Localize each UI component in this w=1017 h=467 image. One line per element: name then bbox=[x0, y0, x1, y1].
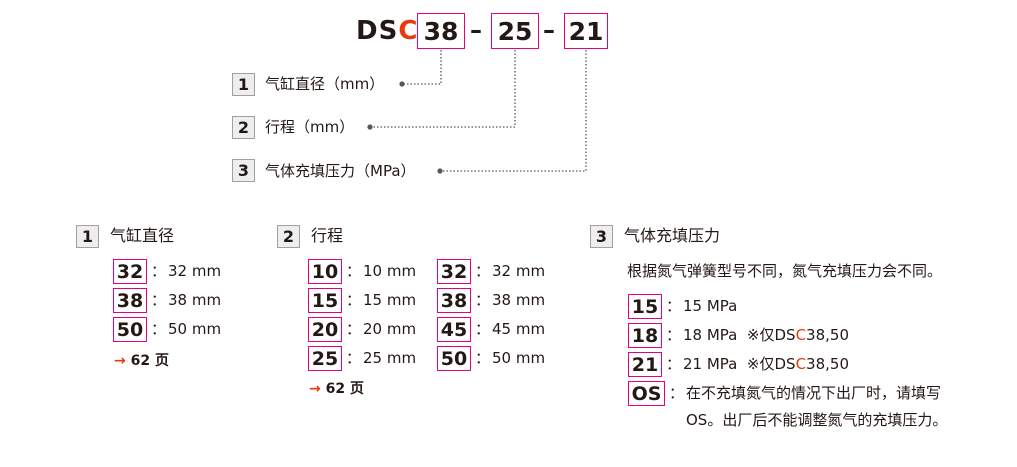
model-prefix-main: DS bbox=[356, 16, 399, 46]
connector-pressure bbox=[441, 50, 587, 172]
pressure-colon: ： bbox=[666, 355, 682, 373]
bore-value-50: 50 mm bbox=[168, 320, 222, 338]
stroke-value-25: 25 mm bbox=[363, 349, 417, 367]
pressure-note-18-accent: C bbox=[795, 326, 807, 344]
stroke-value-50: 50 mm bbox=[492, 349, 546, 367]
stroke-page-ref[interactable]: → 62 页 bbox=[309, 379, 364, 399]
legend-label-bore: 气缸直径（mm） bbox=[265, 75, 385, 93]
bore-code-38: 38 bbox=[113, 288, 147, 313]
section-pressure-title: 气体充填压力 bbox=[624, 226, 721, 245]
pressure-colon: ： bbox=[666, 326, 682, 344]
connector-stroke bbox=[371, 50, 516, 128]
pressure-value-15: 15 MPa bbox=[683, 297, 738, 315]
stroke-code-20: 20 bbox=[308, 317, 342, 342]
model-prefix-accent: C bbox=[398, 16, 419, 46]
bore-code-50: 50 bbox=[113, 317, 147, 342]
legend-num-2: 2 bbox=[232, 116, 255, 139]
stroke-code-25: 25 bbox=[308, 346, 342, 371]
pressure-colon: ： bbox=[666, 297, 682, 315]
model-code-pressure: 21 bbox=[564, 13, 608, 49]
legend-num-3: 3 bbox=[232, 159, 255, 182]
pressure-intro: 根据氮气弹簧型号不同，氮气充填压力会不同。 bbox=[627, 262, 943, 280]
stroke-colon: ： bbox=[346, 320, 362, 338]
bore-value-32: 32 mm bbox=[168, 262, 222, 280]
pressure-note-21-post: 38,50 bbox=[806, 355, 849, 373]
stroke-value-45: 45 mm bbox=[492, 320, 546, 338]
pressure-value-18-text: 18 MPa bbox=[683, 326, 738, 344]
arrow-right-icon: → bbox=[309, 381, 321, 397]
connector-dot-bore bbox=[399, 81, 405, 87]
stroke-code-50: 50 bbox=[437, 346, 471, 371]
section-bore-title: 气缸直径 bbox=[110, 226, 175, 245]
pressure-os-line1: 在不充填氮气的情况下出厂时，请填写 bbox=[686, 384, 942, 402]
pressure-code-15: 15 bbox=[628, 294, 662, 319]
pressure-note-21: ※仅DSC38,50 bbox=[747, 355, 849, 373]
legend-label-pressure: 气体充填压力（MPa） bbox=[265, 162, 416, 180]
bore-colon: ： bbox=[151, 291, 167, 309]
stroke-colon: ： bbox=[475, 262, 491, 280]
pressure-note-21-pre: ※仅DS bbox=[746, 355, 796, 373]
pressure-code-21: 21 bbox=[628, 352, 662, 377]
arrow-right-icon: → bbox=[114, 353, 126, 369]
stroke-value-20: 20 mm bbox=[363, 320, 417, 338]
pressure-note-18-post: 38,50 bbox=[806, 326, 849, 344]
model-separator-1: – bbox=[470, 16, 482, 44]
legend-label-stroke: 行程（mm） bbox=[265, 118, 355, 136]
stroke-code-15: 15 bbox=[308, 288, 342, 313]
stroke-value-32: 32 mm bbox=[492, 262, 546, 280]
bore-page-ref[interactable]: → 62 页 bbox=[114, 351, 169, 371]
stroke-page-number: 62 bbox=[325, 381, 346, 397]
stroke-colon: ： bbox=[346, 291, 362, 309]
pressure-value-18: 18 MPa ※仅DSC38,50 bbox=[683, 324, 849, 346]
pressure-note-18: ※仅DSC38,50 bbox=[747, 326, 849, 344]
section-stroke-title: 行程 bbox=[311, 226, 344, 245]
bore-page-number: 62 bbox=[130, 353, 151, 369]
section-bore-num: 1 bbox=[76, 225, 99, 248]
model-separator-2: – bbox=[543, 16, 555, 44]
section-pressure-num: 3 bbox=[590, 225, 613, 248]
stroke-code-45: 45 bbox=[437, 317, 471, 342]
model-code-bore: 38 bbox=[417, 13, 465, 49]
stroke-code-38: 38 bbox=[437, 288, 471, 313]
pressure-note-18-pre: ※仅DS bbox=[746, 326, 796, 344]
stroke-code-10: 10 bbox=[308, 259, 342, 284]
bore-colon: ： bbox=[151, 320, 167, 338]
stroke-colon: ： bbox=[346, 262, 362, 280]
pressure-note-21-accent: C bbox=[795, 355, 807, 373]
pressure-code-os: OS bbox=[628, 381, 665, 406]
pressure-code-18: 18 bbox=[628, 323, 662, 348]
connector-bore bbox=[403, 50, 442, 85]
bore-code-32: 32 bbox=[113, 259, 147, 284]
stroke-colon: ： bbox=[346, 349, 362, 367]
model-code-stroke: 25 bbox=[491, 13, 539, 49]
stroke-colon: ： bbox=[475, 291, 491, 309]
pressure-os-line2: OS。出厂后不能调整氮气的充填压力。 bbox=[686, 411, 948, 429]
stroke-code-32: 32 bbox=[437, 259, 471, 284]
bore-page-unit: 页 bbox=[154, 353, 169, 369]
connector-dot-stroke bbox=[367, 124, 373, 130]
section-stroke-num: 2 bbox=[277, 225, 300, 248]
pressure-colon: ： bbox=[669, 384, 685, 402]
legend-num-1: 1 bbox=[232, 73, 255, 96]
stroke-value-10: 10 mm bbox=[363, 262, 417, 280]
bore-value-38: 38 mm bbox=[168, 291, 222, 309]
pressure-value-21: 21 MPa ※仅DSC38,50 bbox=[683, 353, 849, 375]
stroke-value-38: 38 mm bbox=[492, 291, 546, 309]
stroke-colon: ： bbox=[475, 349, 491, 367]
model-prefix: DSC bbox=[356, 14, 418, 48]
bore-colon: ： bbox=[151, 262, 167, 280]
pressure-value-21-text: 21 MPa bbox=[683, 355, 738, 373]
stroke-page-unit: 页 bbox=[349, 381, 364, 397]
stroke-value-15: 15 mm bbox=[363, 291, 417, 309]
stroke-colon: ： bbox=[475, 320, 491, 338]
connector-dot-pressure bbox=[437, 168, 443, 174]
